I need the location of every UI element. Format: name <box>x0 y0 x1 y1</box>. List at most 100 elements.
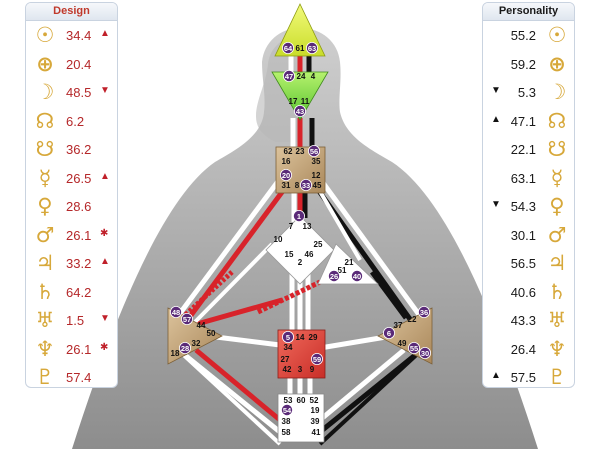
gate-47: 47 <box>282 70 295 83</box>
gate-number: 23 <box>296 147 305 156</box>
gate-34: 34 <box>284 343 293 352</box>
design-value: 6.2 <box>66 113 85 129</box>
gate-8: 8 <box>295 181 300 190</box>
sun-icon: ☉ <box>35 23 55 47</box>
gate-41: 41 <box>312 428 321 437</box>
personality-row: ☿ 63.1 <box>483 165 574 191</box>
gate-number: 58 <box>282 428 291 437</box>
gate-active-marker <box>310 352 323 365</box>
pluto-icon: ♇ <box>547 365 567 388</box>
gate-3: 3 <box>298 365 303 374</box>
gate-23: 23 <box>296 147 305 156</box>
personality-value: 22.1 <box>510 142 536 157</box>
personality-value: 56.5 <box>510 256 536 271</box>
gate-number: 62 <box>284 147 293 156</box>
personality-row: ☋ 22.1 <box>483 136 574 162</box>
south-node-icon: ☋ <box>547 137 567 161</box>
personality-value: 5.3 <box>517 85 536 100</box>
design-row: ♆26.1✱ <box>26 336 117 362</box>
gate-37: 37 <box>394 321 403 330</box>
gate-number: 41 <box>312 428 321 437</box>
gate-number: 31 <box>282 181 291 190</box>
gate-21: 21 <box>345 258 354 267</box>
gate-48: 48 <box>169 305 182 318</box>
design-row: ♀28.6 <box>26 193 117 219</box>
south-node-icon: ☋ <box>35 137 55 161</box>
gate-49: 49 <box>398 339 407 348</box>
gate-14: 14 <box>296 333 305 342</box>
design-row: ☊6.2 <box>26 108 117 134</box>
gate-number: 16 <box>282 157 291 166</box>
mercury-icon: ☿ <box>38 165 52 190</box>
root-center <box>277 393 325 443</box>
gate-61: 61 <box>296 44 305 53</box>
gate-active-marker <box>382 326 395 339</box>
design-mark: ▼ <box>100 85 110 96</box>
gate-active-marker <box>305 42 318 55</box>
gate-number: 10 <box>274 235 283 244</box>
gate-33: 33 <box>299 178 312 191</box>
gate-active-marker <box>282 70 295 83</box>
personality-mark: ▼ <box>491 199 501 210</box>
gate-number: 18 <box>171 349 180 358</box>
gate-27: 27 <box>281 355 290 364</box>
venus-icon: ♀ <box>549 194 565 218</box>
personality-mark: ▲ <box>491 113 501 125</box>
gate-number: 11 <box>301 97 310 106</box>
gate-number: 1 <box>297 212 301 221</box>
pluto-icon: ♇ <box>35 365 55 388</box>
gate-number: 24 <box>297 72 306 81</box>
gate-60: 60 <box>297 396 306 405</box>
design-value: 28.6 <box>66 199 92 214</box>
personality-row: ☊47.1▲ <box>483 108 574 134</box>
personality-value: 63.1 <box>510 170 536 186</box>
personality-row: ♅43.3 <box>483 307 574 333</box>
channel-head-ajna <box>288 55 312 72</box>
gate-25: 25 <box>314 240 323 249</box>
gate-number: 17 <box>289 97 298 106</box>
gate-number: 46 <box>305 250 314 259</box>
gate-active-marker <box>417 305 430 318</box>
gate-35: 35 <box>312 157 321 166</box>
gate-10: 10 <box>274 235 283 244</box>
gate-52: 52 <box>310 396 319 405</box>
gate-number: 2 <box>298 258 303 267</box>
gate-42: 42 <box>283 365 292 374</box>
gate-13: 13 <box>303 222 312 231</box>
gate-number: 30 <box>421 349 429 358</box>
mercury-icon: ☿ <box>550 165 564 190</box>
personality-row: ♀54.3▼ <box>483 193 574 219</box>
gate-number: 35 <box>312 157 321 166</box>
gate-9: 9 <box>310 365 315 374</box>
gate-number: 57 <box>183 315 191 324</box>
gate-number: 49 <box>398 339 407 348</box>
gate-30: 30 <box>418 346 431 359</box>
design-value: 64.2 <box>66 284 92 300</box>
gate-54: 54 <box>280 403 293 416</box>
gate-12: 12 <box>312 171 321 180</box>
gate-number: 59 <box>313 355 321 364</box>
gate-7: 7 <box>289 222 294 231</box>
gate-number: 64 <box>284 44 293 53</box>
channel-sacral-root <box>287 378 313 396</box>
gate-number: 4 <box>311 72 316 81</box>
gate-18: 18 <box>171 349 180 358</box>
gate-16: 16 <box>282 157 291 166</box>
moon-icon: ☽ <box>35 80 55 104</box>
gate-62: 62 <box>284 147 293 156</box>
gate-number: 55 <box>410 344 418 353</box>
gate-29: 29 <box>309 333 318 342</box>
design-row: ♄64.2 <box>26 279 117 305</box>
gate-number: 36 <box>420 308 428 317</box>
design-mark: ▼ <box>100 313 110 324</box>
personality-value: 57.5 <box>510 370 536 385</box>
earth-icon: ⊕ <box>36 51 54 76</box>
gate-44: 44 <box>197 321 206 330</box>
design-value: 33.2 <box>66 256 92 271</box>
personality-mark: ▼ <box>491 85 501 96</box>
gate-number: 3 <box>298 365 303 374</box>
design-row: ☋36.2 <box>26 136 117 162</box>
gate-number: 40 <box>353 272 361 281</box>
gate-50: 50 <box>207 329 216 338</box>
